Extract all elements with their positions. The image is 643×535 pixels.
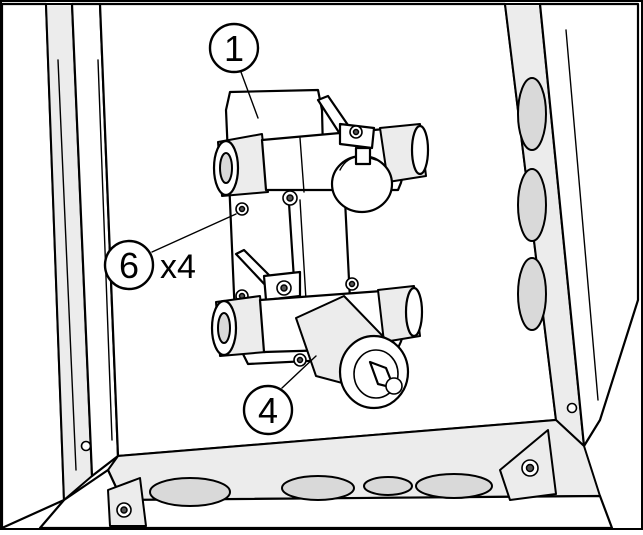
box-left-screw-hole <box>80 440 92 452</box>
lower-left-inlet-bore <box>217 312 231 344</box>
knockout-right-2 <box>517 168 547 242</box>
upper-valve <box>212 94 430 214</box>
upper-clip <box>354 146 372 166</box>
callout-4: 4 <box>242 384 294 436</box>
leader-line-4 <box>281 355 317 389</box>
box-right-edge <box>565 29 599 401</box>
knockout-bottom-2 <box>281 475 355 501</box>
mounting-screw <box>235 202 249 216</box>
lower-right-outlet-face <box>404 286 424 338</box>
box-right-screw-hole <box>566 402 578 414</box>
knockout-bottom-3 <box>363 476 413 496</box>
knockout-bottom-1 <box>149 477 231 507</box>
valve-spine-edge <box>299 199 307 301</box>
knockout-right-3 <box>517 257 547 331</box>
leader-line-6 <box>151 213 237 253</box>
knockout-bottom-4 <box>415 473 493 499</box>
callout-1: 1 <box>208 22 260 74</box>
box-left-edge-2 <box>97 59 113 441</box>
cartridge-spindle-tip <box>385 377 403 395</box>
bracket-screw-left-center <box>120 506 128 514</box>
bracket-screw-right-center <box>525 463 535 473</box>
upper-cap-highlight <box>339 156 377 171</box>
callout-4-label: 4 <box>258 390 278 431</box>
quantity-label: x4 <box>160 248 196 286</box>
leader-line-1 <box>237 63 259 119</box>
upper-body-seam <box>299 137 305 193</box>
box-left-edge <box>57 59 77 471</box>
box-right-flange <box>538 2 640 448</box>
lower-valve <box>210 248 424 410</box>
callout-6: 6 <box>103 239 155 291</box>
callout-6-label: 6 <box>119 245 139 286</box>
knockout-right-1 <box>517 77 547 151</box>
callout-1-label: 1 <box>224 28 244 69</box>
upper-right-outlet-face <box>410 124 430 176</box>
upper-left-inlet-bore <box>219 152 233 184</box>
